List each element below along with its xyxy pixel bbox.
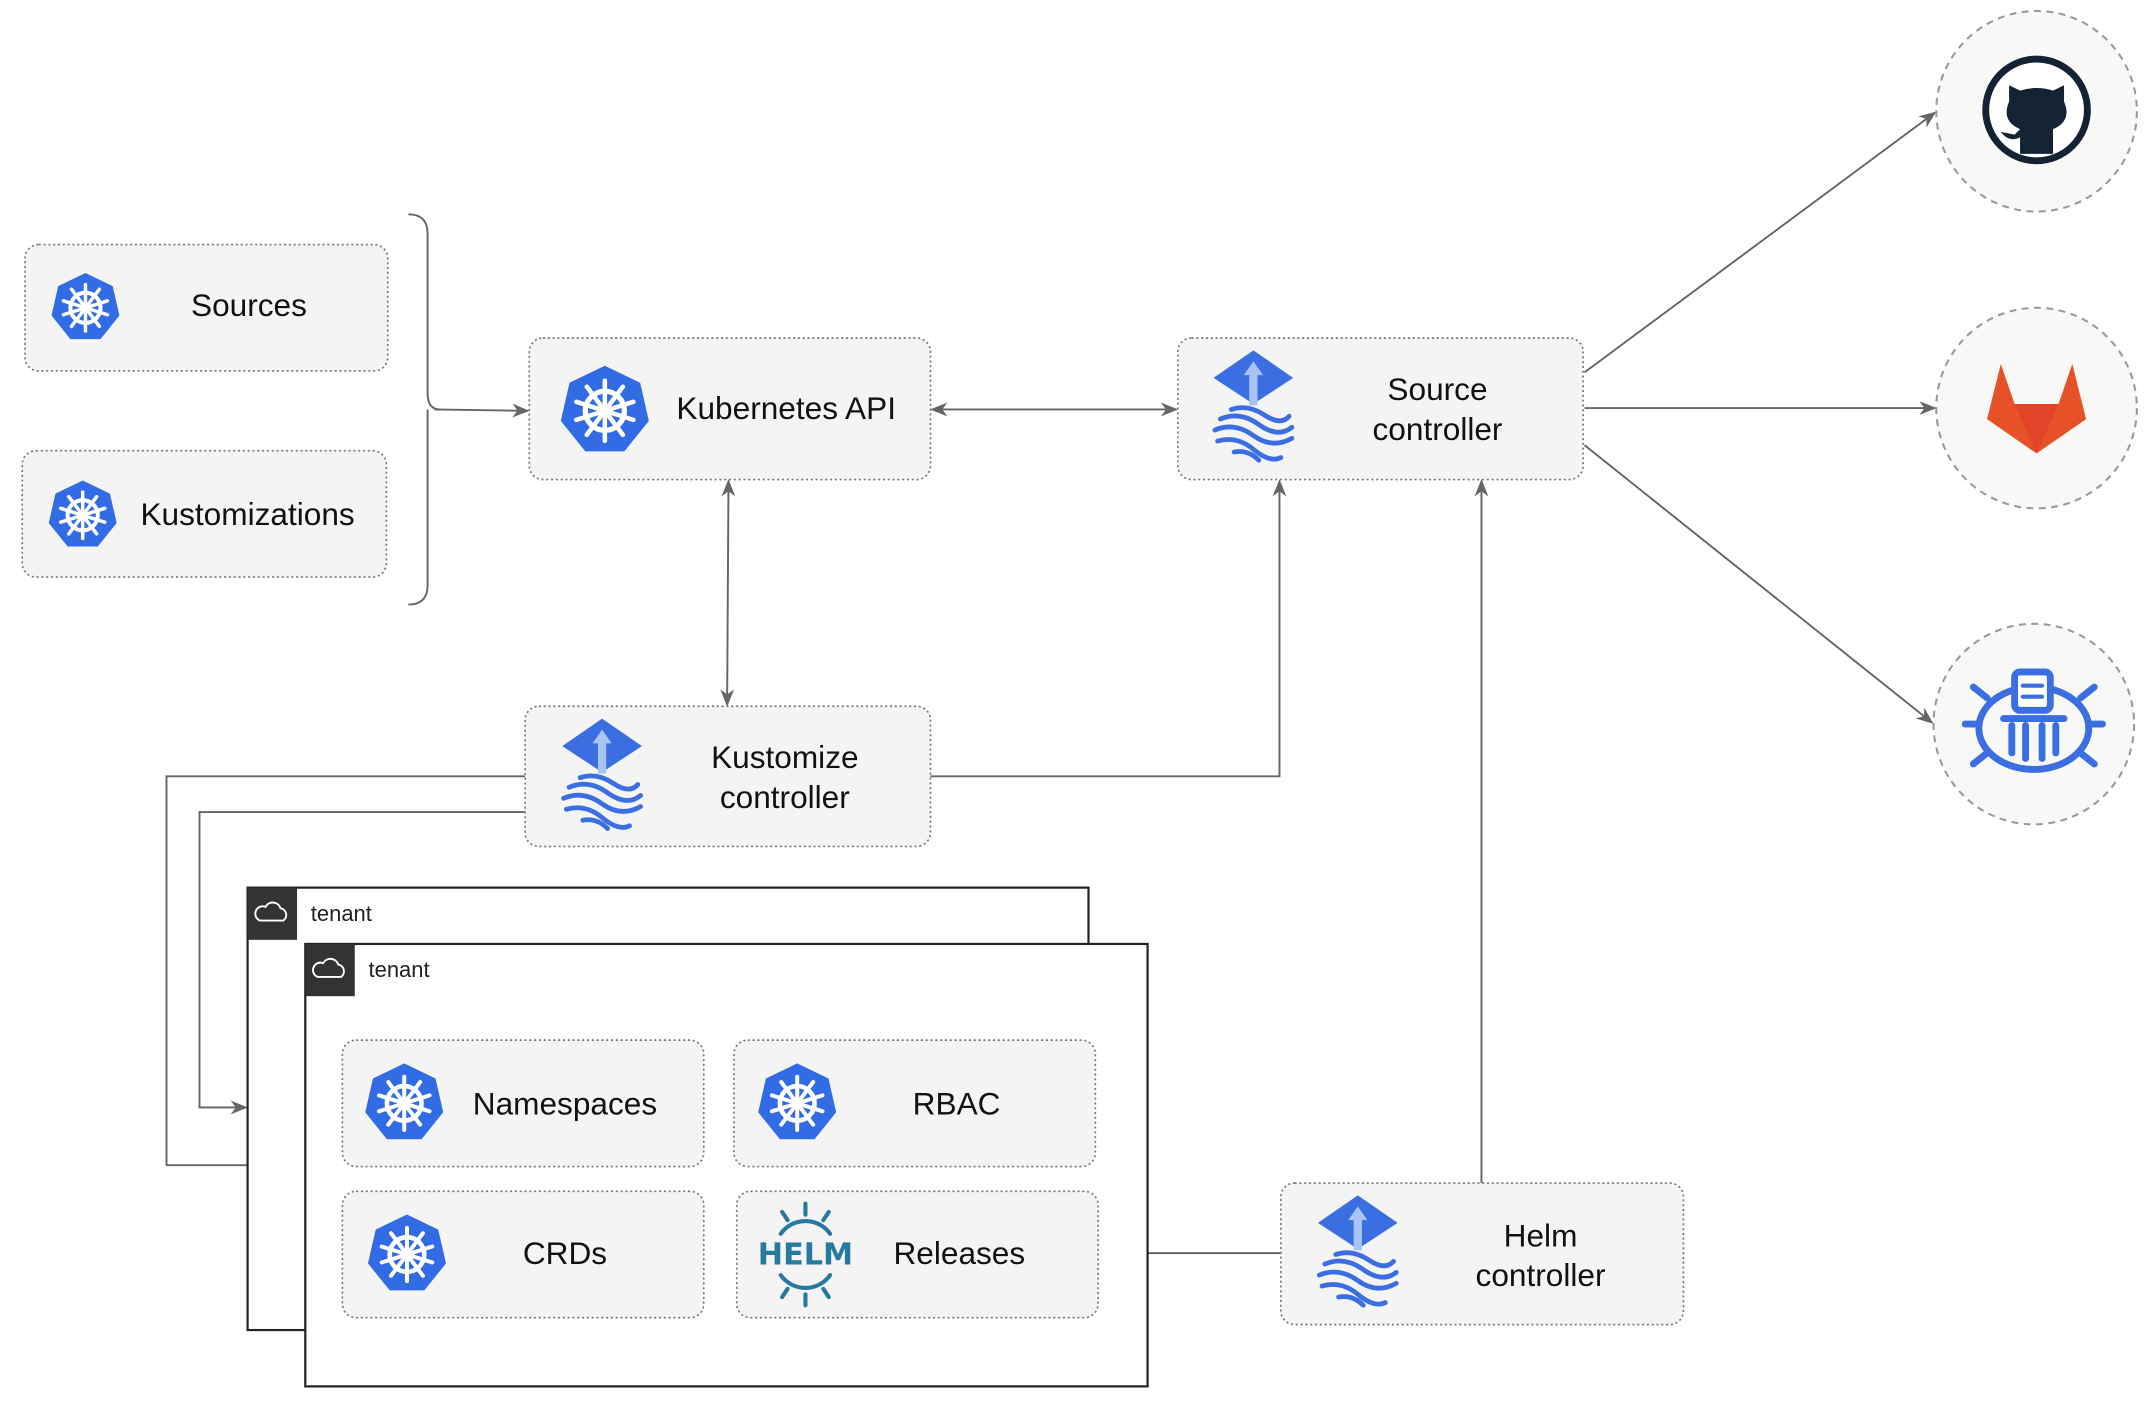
svg-text:HELM: HELM	[758, 1237, 853, 1272]
cloud-icon	[254, 901, 288, 922]
gitlab-source	[1935, 306, 2138, 510]
github-icon	[1982, 55, 2091, 165]
crds-node[interactable]: CRDs	[341, 1190, 705, 1319]
tenant-label: tenant	[311, 901, 372, 926]
kustomize-controller-label-line1: Kustomize	[711, 739, 858, 775]
source-controller-node[interactable]: Source controller	[1176, 337, 1584, 481]
namespaces-label: Namespaces	[473, 1085, 657, 1121]
sources-brace	[408, 213, 441, 606]
edge-kustomize-to-tenant-front	[165, 775, 526, 1173]
helm-controller-label-line1: Helm	[1504, 1217, 1578, 1253]
kustomize-controller-node[interactable]: Kustomize controller	[524, 705, 932, 848]
helm-controller-node[interactable]: Helm controller	[1280, 1182, 1685, 1326]
releases-label: Releases	[893, 1235, 1025, 1271]
edge-source-to-github	[1583, 111, 1937, 374]
namespaces-node[interactable]: Namespaces	[341, 1039, 705, 1168]
releases-node[interactable]: HELM Releases	[735, 1190, 1099, 1319]
sources-label: Sources	[191, 287, 307, 323]
edge-kubernetes-api-kustomize-controller	[720, 479, 736, 707]
kustomize-controller-label-line2: controller	[720, 779, 850, 815]
kustomizations-label: Kustomizations	[140, 496, 354, 532]
kubernetes-api-node[interactable]: Kubernetes API	[528, 337, 932, 481]
edge-sources-to-kubernetes-api	[434, 403, 530, 418]
bucket-icon	[1961, 668, 2106, 773]
sources-node[interactable]: Sources	[24, 243, 389, 372]
kubernetes-api-label: Kubernetes API	[676, 390, 896, 426]
tenant-label: tenant	[369, 957, 430, 982]
source-controller-label-line1: Source	[1387, 371, 1487, 407]
rbac-label: RBAC	[913, 1085, 1001, 1121]
github-source	[1935, 9, 2138, 213]
kustomizations-node[interactable]: Kustomizations	[21, 449, 388, 578]
helm-controller-label-line2: controller	[1476, 1257, 1606, 1293]
cloud-icon	[312, 957, 345, 978]
crds-label: CRDs	[523, 1235, 607, 1271]
gitlab-icon	[1987, 364, 2087, 454]
edge-kustomize-to-tenant-back	[198, 811, 526, 1115]
edge-source-to-bucket	[1583, 444, 1934, 724]
source-controller-label-line2: controller	[1373, 411, 1503, 447]
bucket-source	[1932, 622, 2136, 826]
rbac-node[interactable]: RBAC	[733, 1039, 1097, 1168]
edge-kustomize-to-source-controller	[930, 479, 1287, 778]
helm-logo-icon: HELM	[758, 1201, 853, 1308]
